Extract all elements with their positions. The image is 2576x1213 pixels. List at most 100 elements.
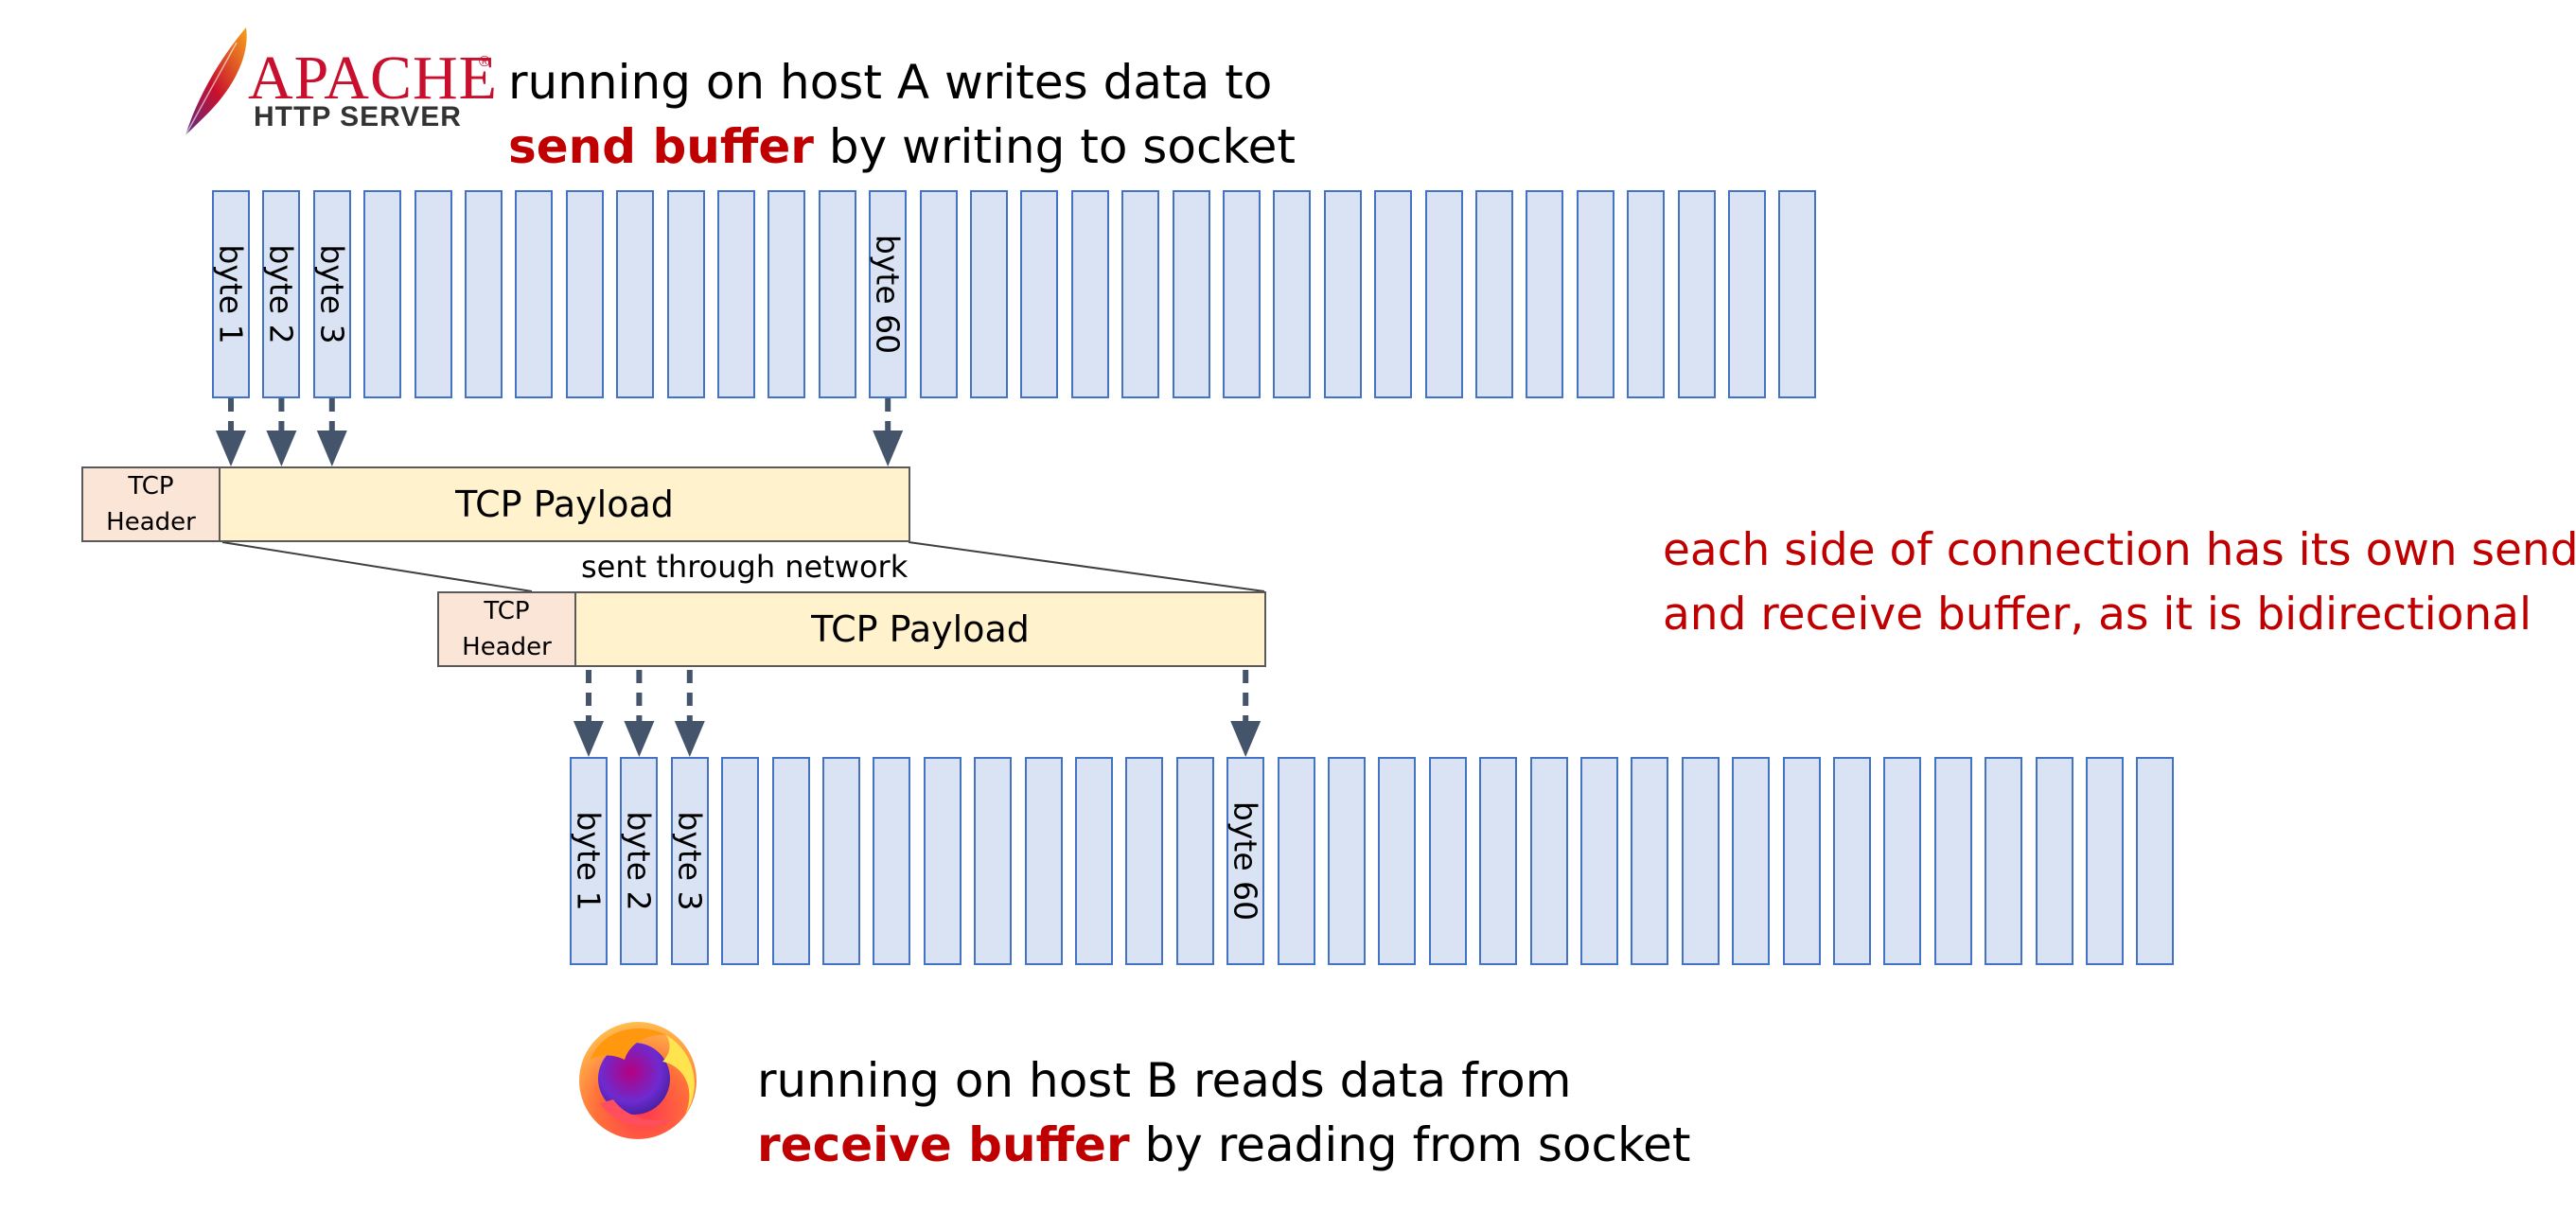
receive-arrow-head [624, 721, 655, 757]
network-label: sent through network [581, 549, 909, 585]
receive-buffer-cell: byte 60 [1226, 757, 1265, 965]
send-buffer-term: send buffer [508, 119, 814, 174]
receive-buffer-cell [1782, 757, 1821, 965]
send-buffer-cell [414, 190, 452, 398]
apache-wordmark: APACHE [248, 44, 498, 113]
receive-buffer-cell [1833, 757, 1871, 965]
send-buffer-cell [666, 190, 705, 398]
receive-buffer-cell [1631, 757, 1669, 965]
tcp-header-sent-line1: TCP [128, 472, 174, 501]
receive-buffer-cell: byte 2 [620, 757, 659, 965]
send-buffer-cell: byte 2 [262, 190, 301, 398]
receive-buffer-cell [1681, 757, 1720, 965]
send-buffer-cell [1424, 190, 1463, 398]
send-buffer-cell [1273, 190, 1312, 398]
tcp-header-received: TCP Header [437, 591, 576, 667]
receive-buffer-cell [1024, 757, 1063, 965]
receiver-caption: running on host B reads data from receiv… [757, 1048, 1691, 1177]
send-buffer-cell [1121, 190, 1160, 398]
receive-buffer-cell [1933, 757, 1972, 965]
send-buffer-cell [1526, 190, 1564, 398]
bidirectional-note-line1: each side of connection has its own send [1663, 524, 2576, 576]
send-buffer-byte-label: byte 3 [313, 244, 351, 344]
send-buffer-cell [1576, 190, 1614, 398]
receive-buffer-cell [2035, 757, 2073, 965]
tcp-payload-sent: TCP Payload [219, 466, 910, 542]
send-buffer-cell [1323, 190, 1362, 398]
send-buffer-byte-label: byte 60 [869, 234, 907, 355]
sender-caption-line2: send buffer by writing to socket [508, 114, 1296, 179]
feather-icon [185, 27, 247, 136]
bidirectional-note-line2: and receive buffer, as it is bidirection… [1663, 589, 2532, 641]
send-buffer-cell [768, 190, 806, 398]
receive-arrow-head [1230, 721, 1262, 757]
send-buffer-cell [1475, 190, 1513, 398]
send-buffer-cell [717, 190, 755, 398]
receive-buffer-byte-label: byte 3 [671, 811, 709, 911]
receive-buffer-cell [923, 757, 962, 965]
send-buffer-cell [363, 190, 402, 398]
receive-buffer-cell [1125, 757, 1164, 965]
send-buffer-cell [1627, 190, 1666, 398]
receive-buffer-cell: byte 1 [570, 757, 608, 965]
apache-subtitle: HTTP SERVER [254, 101, 462, 132]
send-buffer-cell [970, 190, 1008, 398]
send-buffer-cell [465, 190, 503, 398]
send-buffer-cell [1374, 190, 1413, 398]
tcp-header-received-line1: TCP [484, 597, 530, 625]
firefox-logo-icon [579, 1022, 697, 1139]
tcp-header-sent-line2: Header [106, 508, 196, 536]
receive-buffer-cell [1075, 757, 1113, 965]
send-buffer-cell [1020, 190, 1059, 398]
send-buffer-cell: byte 60 [869, 190, 908, 398]
receiver-caption-line2: receive buffer by reading from socket [757, 1113, 1691, 1177]
send-buffer-cell [818, 190, 856, 398]
send-buffer-cell [515, 190, 554, 398]
sender-caption: running on host A writes data to send bu… [508, 50, 1296, 179]
send-buffer-byte-label: byte 1 [212, 244, 250, 344]
receive-buffer-byte-label: byte 2 [620, 811, 658, 911]
send-arrow-head [216, 431, 246, 466]
network-line-left [221, 541, 533, 592]
receive-buffer-cell [974, 757, 1013, 965]
tcp-header-sent: TCP Header [81, 466, 221, 542]
send-buffer-cell [1778, 190, 1817, 398]
send-buffer-cell [1728, 190, 1766, 398]
receive-buffer-cell [1580, 757, 1618, 965]
send-buffer-cell [919, 190, 958, 398]
receive-buffer-byte-label: byte 60 [1226, 800, 1264, 922]
receive-buffer-cell [873, 757, 911, 965]
receive-buffer-term: receive buffer [757, 1117, 1130, 1172]
receive-buffer-cell [1883, 757, 1922, 965]
receive-buffer-cell [2136, 757, 2175, 965]
send-buffer-cell: byte 3 [312, 190, 351, 398]
receive-buffer-cell [721, 757, 760, 965]
send-buffer-cell [1070, 190, 1109, 398]
network-line-right [908, 541, 1265, 592]
tcp-payload-received: TCP Payload [574, 591, 1266, 667]
receive-buffer-cell [1732, 757, 1771, 965]
send-buffer-cell [1677, 190, 1716, 398]
receive-buffer-cell [1428, 757, 1467, 965]
receiver-caption-line1: running on host B reads data from [757, 1053, 1572, 1108]
tcp-header-received-line2: Header [462, 633, 552, 661]
receive-buffer-cell [1378, 757, 1417, 965]
send-arrow-head [316, 431, 347, 466]
send-buffer-cell [1223, 190, 1261, 398]
send-arrow-head [266, 431, 297, 466]
receive-arrow-head [573, 721, 604, 757]
send-buffer-cell [616, 190, 655, 398]
send-buffer-byte-label: byte 2 [262, 244, 300, 344]
receive-buffer-cell [1479, 757, 1518, 965]
receive-buffer-cell [822, 757, 860, 965]
registered-mark: ® [479, 54, 490, 70]
apache-logo: APACHE ® HTTP SERVER [180, 24, 502, 137]
receive-buffer-cell: byte 3 [670, 757, 709, 965]
send-arrow-head [873, 431, 904, 466]
receiver-caption-rest: by reading from socket [1129, 1117, 1691, 1172]
bidirectional-note: each side of connection has its own send… [1663, 519, 2576, 647]
send-buffer-cell [1172, 190, 1210, 398]
receive-buffer-cell [1175, 757, 1214, 965]
